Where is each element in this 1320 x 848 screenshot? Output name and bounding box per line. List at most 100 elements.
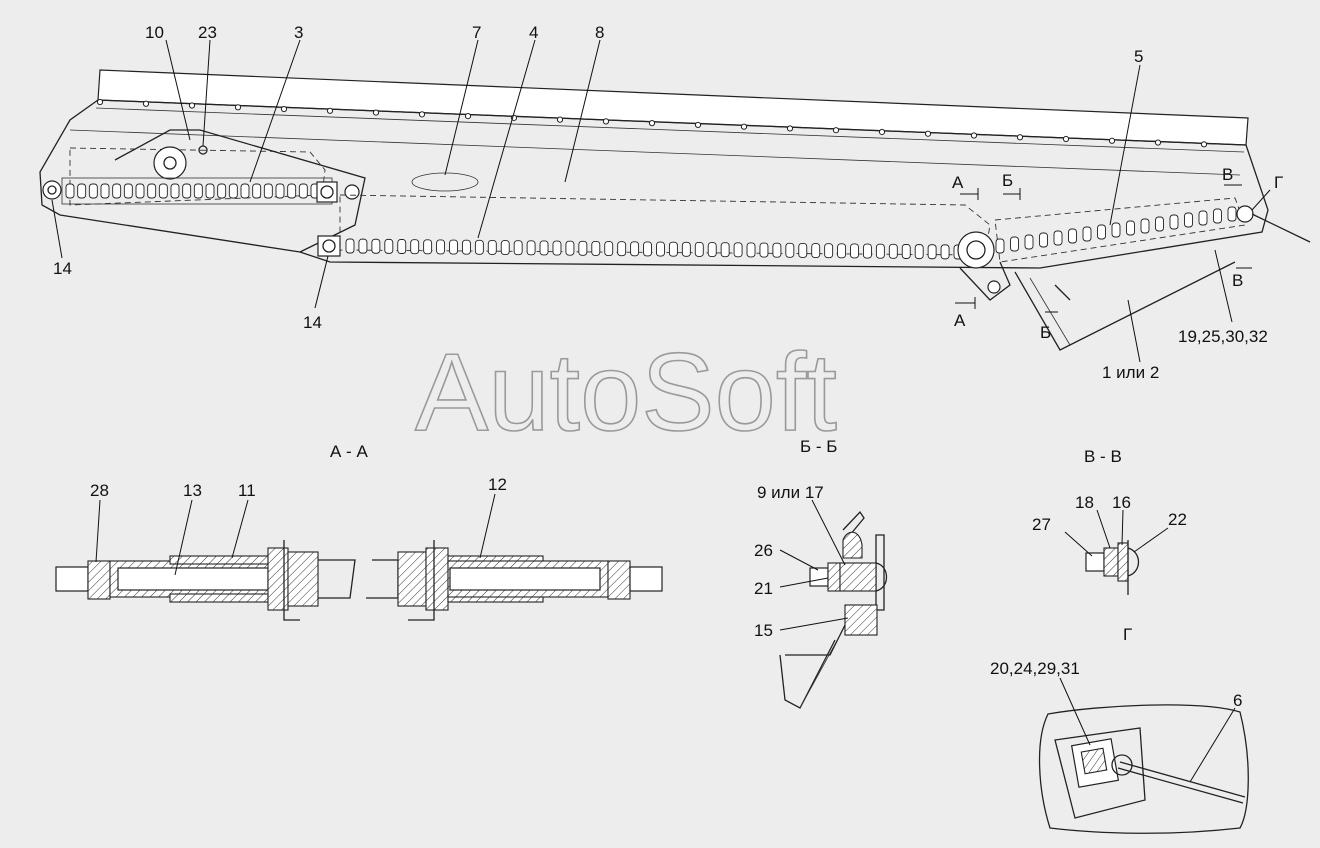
chain-link — [1213, 208, 1222, 224]
rivet — [556, 116, 564, 123]
chain-link — [135, 183, 145, 199]
chain-link — [88, 183, 98, 199]
bolt-head-27 — [1085, 552, 1105, 572]
rivet — [464, 113, 472, 120]
callout-6: 6 — [1233, 691, 1242, 710]
chain-link — [1024, 234, 1034, 250]
rivet — [970, 132, 978, 139]
section-title-b-b: Б - Б — [800, 437, 837, 456]
hub-right — [397, 551, 427, 607]
chain-link — [474, 239, 484, 255]
chain-link — [170, 183, 180, 199]
rivet — [786, 125, 794, 132]
chain-link — [252, 183, 262, 199]
chain-link — [65, 183, 75, 199]
chain-link — [423, 239, 433, 255]
callout-26: 26 — [754, 541, 773, 560]
tube-11-top — [169, 555, 269, 565]
bushing-bb — [839, 562, 877, 592]
chain-link — [681, 241, 691, 257]
chain-link — [228, 183, 238, 199]
rivet — [1154, 139, 1162, 146]
cut-mark-a-bottom: А — [954, 311, 966, 330]
chain-link — [901, 244, 911, 259]
chain-link — [123, 183, 133, 199]
chain-link — [694, 241, 704, 257]
chain-link — [100, 183, 110, 199]
chain-link — [656, 241, 665, 257]
chain-link — [630, 241, 640, 257]
middle-chain — [345, 238, 963, 260]
rivet — [280, 105, 288, 113]
hub-left — [287, 551, 319, 607]
chain-link — [397, 239, 407, 254]
detail-bracket — [1054, 727, 1146, 819]
clip-9 — [842, 510, 865, 536]
lower-roller-inner — [322, 239, 336, 253]
rivet — [326, 107, 334, 114]
panel-edge — [785, 624, 846, 656]
upper-roller-inner — [320, 185, 334, 199]
callout-3: 3 — [294, 23, 303, 42]
rivet — [1016, 134, 1024, 141]
chain-link — [837, 243, 847, 259]
chain-link — [1227, 206, 1237, 222]
cut-mark-g: Г — [1274, 173, 1283, 192]
chain-link — [77, 183, 87, 199]
upper-roller-2 — [344, 184, 360, 200]
chain-link — [995, 238, 1005, 254]
section-b-b: Б - Б 9 или 17 26 21 15 — [754, 437, 888, 709]
callout-10: 10 — [145, 23, 164, 42]
bolt-head-26 — [809, 567, 829, 587]
inner-edge — [95, 107, 1245, 153]
chain-link — [1111, 222, 1121, 238]
shaft-core-left — [117, 567, 269, 591]
shaft-break-right — [366, 559, 399, 599]
cut-mark-v-bottom: В — [1232, 271, 1243, 290]
rivet — [1200, 141, 1208, 148]
chain-link — [147, 183, 157, 199]
top-rail — [97, 69, 1249, 146]
drive-sprocket-inner — [966, 240, 986, 260]
watermark-text: AutoSoft — [415, 331, 837, 454]
chain-link — [205, 183, 215, 199]
chain-link — [298, 183, 308, 199]
lower-roller — [317, 235, 341, 257]
callout-13: 13 — [183, 481, 202, 500]
rivet — [648, 120, 656, 127]
callout-12: 12 — [488, 475, 507, 494]
chain-link — [1155, 216, 1164, 232]
chain-link — [193, 183, 203, 199]
chain-link — [1082, 226, 1092, 242]
washer-18 — [1103, 547, 1119, 577]
chain-link — [1010, 236, 1019, 252]
view-g: Г 20,24,29,31 6 — [990, 625, 1249, 834]
chain-link — [707, 242, 717, 258]
chain-link — [850, 243, 859, 259]
shaft-end-right — [629, 566, 663, 592]
nut-28 — [87, 560, 111, 600]
chain-link — [513, 240, 523, 256]
chain-link — [578, 240, 588, 256]
section-title-a-a: А - А — [330, 442, 368, 461]
chain-link — [1039, 232, 1048, 248]
chain-link — [526, 240, 536, 256]
rod-6-detail — [1119, 761, 1246, 798]
rivet — [694, 121, 702, 129]
callout-15: 15 — [754, 621, 773, 640]
shaft-end-left — [55, 566, 89, 592]
chain-link — [824, 243, 834, 259]
section-v-v: В - В 27 18 16 22 — [1032, 447, 1187, 595]
chain-link — [287, 183, 297, 199]
lower-shield — [1014, 261, 1236, 351]
chain-link — [940, 244, 950, 260]
chain-link — [358, 238, 368, 254]
main-view: 10 23 3 7 4 8 5 14 14 19,25,30,32 1 или … — [39, 23, 1311, 382]
chain-link — [552, 240, 562, 256]
chain-link — [449, 239, 458, 255]
section-title-v-v: В - В — [1084, 447, 1122, 466]
callout-8: 8 — [595, 23, 604, 42]
flange-left — [267, 547, 289, 611]
tube-11-bottom — [169, 593, 269, 603]
